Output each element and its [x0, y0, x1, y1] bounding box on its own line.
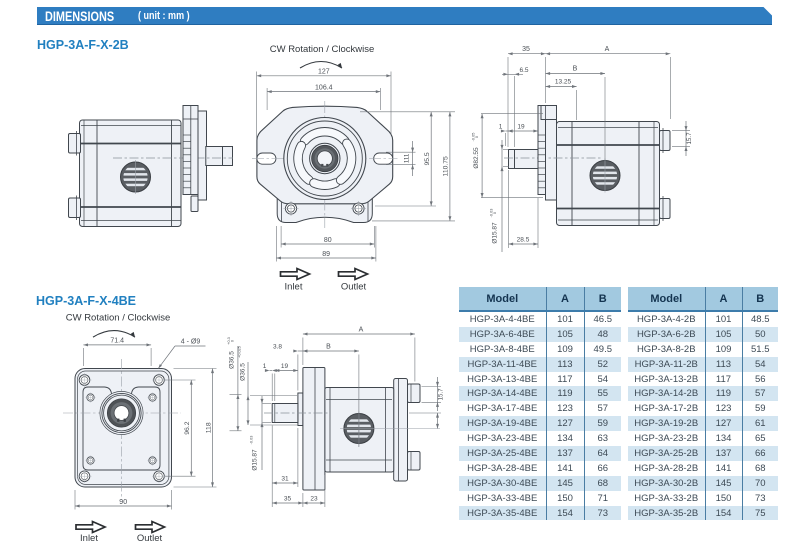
svg-text:0: 0 [493, 212, 497, 214]
svg-text:Ø15.87: Ø15.87 [491, 222, 498, 244]
svg-text:89: 89 [322, 251, 330, 258]
svg-text:35: 35 [284, 495, 292, 502]
svg-text:19: 19 [281, 363, 289, 370]
svg-text:96.2: 96.2 [184, 421, 191, 434]
svg-text:35: 35 [522, 46, 530, 53]
svg-text:111: 111 [403, 153, 410, 163]
svg-text:13.25: 13.25 [555, 79, 572, 86]
svg-text:A: A [605, 46, 610, 53]
svg-text:127: 127 [318, 69, 330, 76]
svg-text:Ø36.5: Ø36.5 [229, 351, 236, 369]
svg-text:15.7: 15.7 [686, 132, 693, 145]
svg-text:Outlet: Outlet [137, 533, 163, 544]
svg-text:CW Rotation / Clockwise: CW Rotation / Clockwise [66, 313, 171, 324]
svg-text:Outlet: Outlet [341, 282, 367, 293]
svg-text:-0.05: -0.05 [472, 133, 476, 142]
svg-text:Ø15.87: Ø15.87 [251, 449, 258, 471]
svg-text:3.8: 3.8 [273, 344, 282, 351]
svg-text:+0.025: +0.025 [238, 346, 242, 358]
svg-text:4 - Ø9: 4 - Ø9 [181, 338, 201, 345]
svg-text:+0.3: +0.3 [227, 337, 231, 345]
svg-text:B: B [326, 344, 331, 351]
svg-text:118: 118 [205, 422, 212, 433]
svg-text:90: 90 [119, 499, 127, 506]
svg-text:31: 31 [281, 475, 289, 482]
svg-text:-0.03: -0.03 [490, 209, 494, 218]
svg-text:A: A [359, 327, 364, 334]
svg-text:28.5: 28.5 [517, 236, 530, 243]
svg-text:80: 80 [324, 237, 332, 244]
svg-text:1: 1 [263, 363, 267, 370]
svg-text:1: 1 [499, 124, 503, 131]
svg-text:19: 19 [517, 124, 525, 131]
svg-text:110.75: 110.75 [443, 156, 450, 177]
svg-text:-0.03: -0.03 [250, 436, 254, 445]
svg-text:0: 0 [230, 340, 234, 342]
svg-text:71.4: 71.4 [110, 338, 124, 345]
svg-text:95.5: 95.5 [424, 152, 431, 165]
svg-text:0: 0 [475, 136, 479, 138]
svg-text:6.5: 6.5 [519, 67, 528, 74]
svg-text:CW Rotation / Clockwise: CW Rotation / Clockwise [270, 44, 375, 55]
svg-text:Inlet: Inlet [80, 533, 98, 544]
svg-text:15.7: 15.7 [437, 388, 444, 401]
svg-text:B: B [573, 66, 578, 73]
svg-text:106.4: 106.4 [315, 84, 333, 91]
svg-text:Ø82.55: Ø82.55 [473, 147, 480, 169]
svg-text:Inlet: Inlet [285, 282, 303, 293]
svg-text:23: 23 [310, 495, 318, 502]
svg-text:Ø36.5: Ø36.5 [239, 363, 246, 381]
